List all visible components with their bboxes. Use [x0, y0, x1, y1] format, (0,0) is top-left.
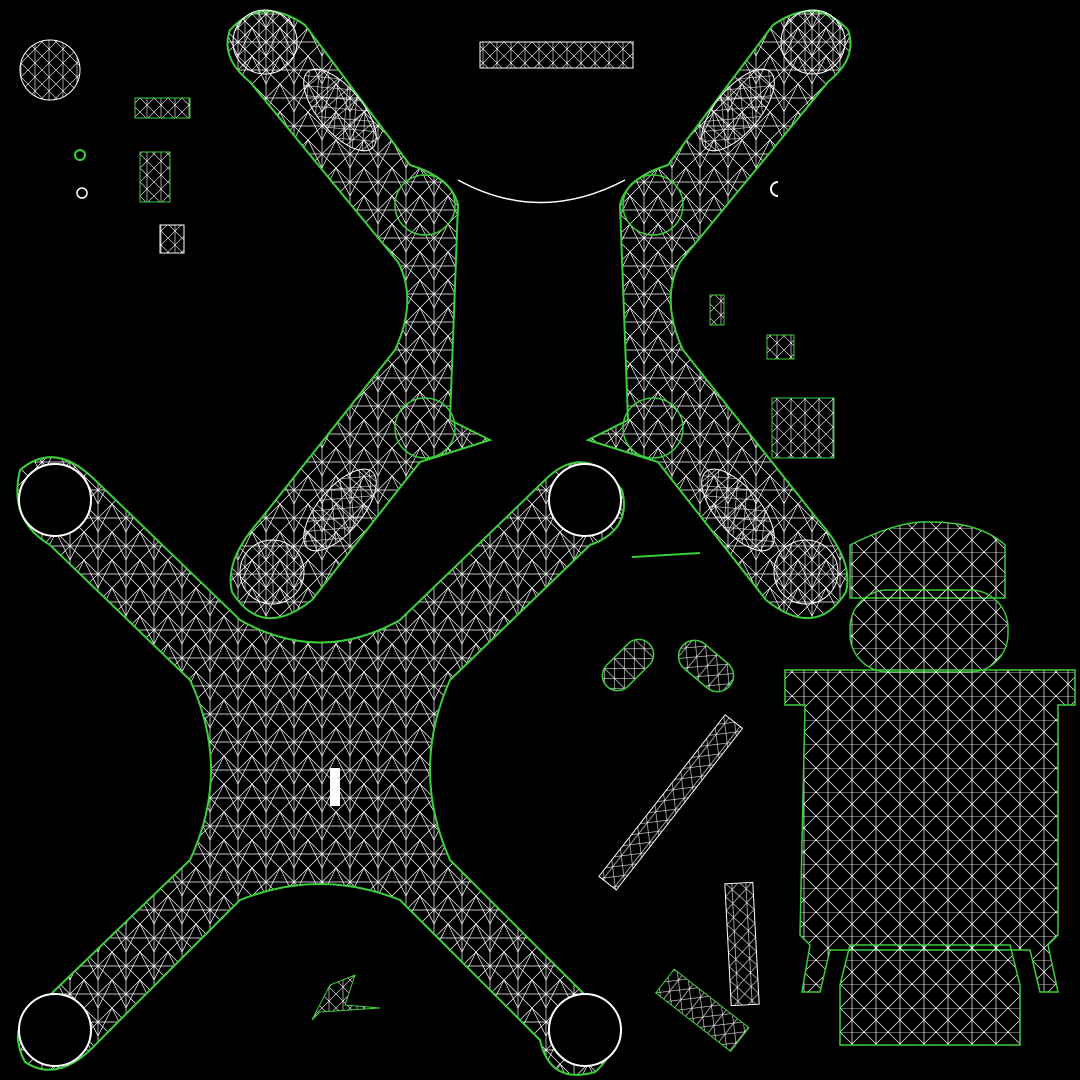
thin-strip [631, 552, 701, 558]
strip-part [655, 968, 750, 1053]
small-part [770, 181, 779, 197]
strip-part [724, 881, 760, 1007]
seam-circle [394, 397, 456, 459]
motor-hole [18, 463, 92, 537]
motor-mount [773, 539, 839, 605]
small-part [709, 294, 725, 326]
shell-top-cap [849, 521, 1006, 599]
center-marker [330, 768, 340, 806]
shell-rounded-panel [849, 589, 1009, 673]
gimbal-disc [19, 39, 81, 101]
shell-bottom-panel [839, 944, 1021, 1046]
small-disc [74, 149, 86, 161]
motor-hole [548, 993, 622, 1067]
shell-body-island [784, 521, 1076, 1046]
small-part [771, 397, 835, 459]
capsule-part [601, 638, 655, 692]
seam-circle [394, 174, 456, 236]
capsule-part [677, 639, 735, 693]
small-part [139, 151, 171, 203]
small-disc [76, 187, 88, 199]
small-part [311, 974, 381, 1021]
motor-mount [232, 9, 298, 75]
x-frame-shell [16, 456, 625, 1076]
motor-mount [239, 539, 305, 605]
small-part [134, 97, 191, 119]
shell-main-panel [784, 669, 1076, 993]
top-strip [479, 41, 634, 69]
motor-mount [780, 9, 846, 75]
motor-hole [18, 993, 92, 1067]
arm-bulge [303, 68, 377, 152]
small-parts [19, 39, 835, 1053]
arm-bulge [701, 68, 775, 152]
seam-circle [622, 397, 684, 459]
small-part [766, 334, 795, 360]
motor-hole [548, 463, 622, 537]
arm-bulge [303, 468, 377, 552]
arm-shell-right-island [585, 9, 852, 620]
x-frame-body-island [16, 456, 625, 1076]
arm-shell-left-island [226, 9, 493, 620]
long-strip [598, 714, 744, 891]
arm-bulge [701, 468, 775, 552]
arm-connector-curve [457, 179, 626, 204]
seam-circle [622, 174, 684, 236]
small-part [159, 224, 185, 254]
